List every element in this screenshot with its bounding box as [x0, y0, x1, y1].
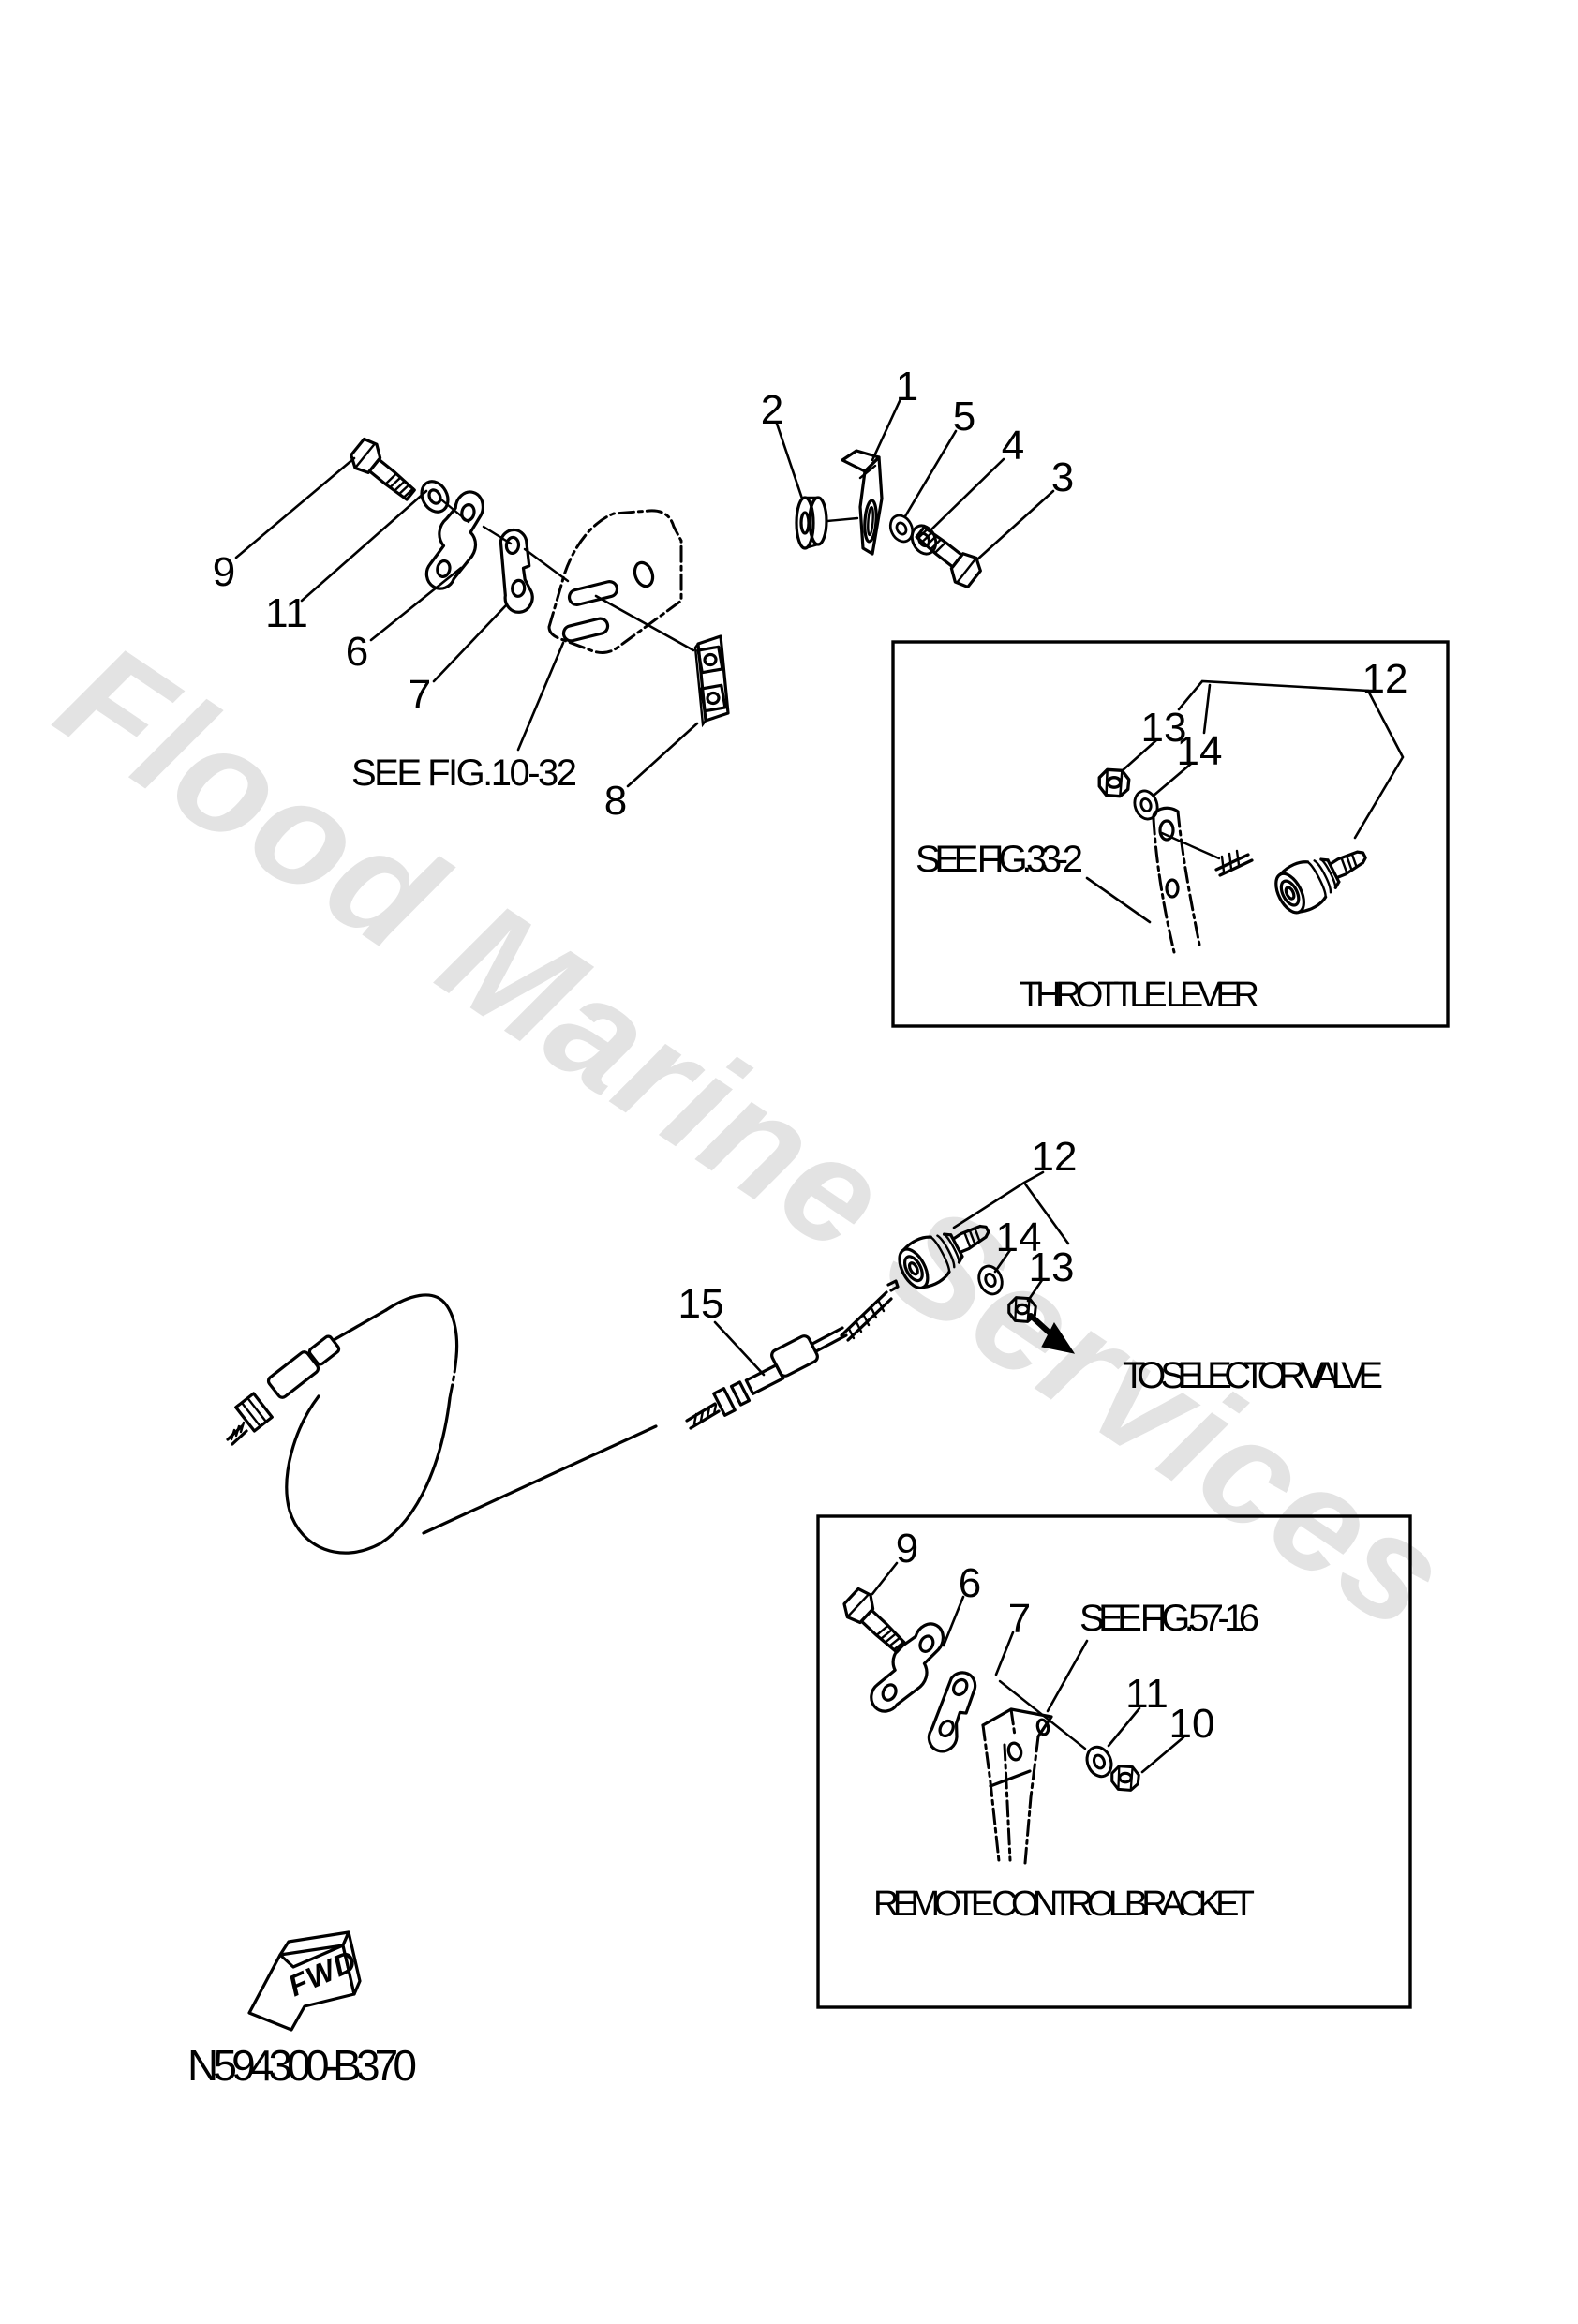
- leader-6: [369, 566, 463, 642]
- note-see-fig-33-2: SEE FIG.33-2: [916, 839, 1084, 880]
- cluster-top-middle: 2 1 5 4 3: [761, 364, 1074, 592]
- selector-valve-arrow: [1028, 1313, 1076, 1354]
- leader-11: [300, 489, 428, 603]
- part-label-9: 9: [213, 549, 235, 595]
- part-label-6: 6: [346, 629, 368, 675]
- part-label-15: 15: [678, 1281, 724, 1327]
- part-6-cable-clamp-inset2: [864, 1611, 951, 1724]
- leader-1: [871, 399, 901, 462]
- leader-15: [713, 1320, 766, 1377]
- part-label-1: 1: [896, 364, 918, 410]
- leader-3: [975, 489, 1055, 561]
- leader-13-inset1: [1120, 738, 1158, 773]
- part-12-cable-joint-inset1: [1267, 832, 1377, 921]
- inset-remote-control-bracket: 9 6 7 11 10 SEE FIG.57-16 REMOTE CONTROL…: [816, 1514, 1412, 2009]
- part-label-12-mid: 12: [1032, 1134, 1078, 1180]
- joint-stud-threads: [1220, 849, 1241, 873]
- leader-2: [775, 422, 804, 500]
- part-label-9-inset2: 9: [896, 1526, 918, 1572]
- assembly-axis-line-inset2: [998, 1679, 1087, 1750]
- fwd-direction-indicator: FWD: [247, 1930, 362, 2032]
- part-label-7-inset2: 7: [1008, 1596, 1031, 1642]
- leader-8: [626, 722, 699, 788]
- watermark-text: Flood Marine Services: [31, 611, 1477, 1662]
- caption-throttle-lever: THROTTLE LEVER: [1020, 976, 1260, 1015]
- part-15-cable: [226, 1279, 900, 1555]
- leader-14-inset1: [1152, 762, 1193, 797]
- leader-14-mid: [993, 1248, 1012, 1274]
- part-7-link-plate: [492, 527, 542, 616]
- joint-stud: [1214, 853, 1254, 877]
- part-label-11: 11: [265, 590, 308, 636]
- part-label-8: 8: [604, 778, 627, 824]
- part-label-13-inset1: 13: [1141, 705, 1187, 751]
- leader-bracket-to-8: [594, 594, 695, 652]
- part-label-2: 2: [761, 387, 783, 433]
- part-label-6-inset2: 6: [959, 1560, 981, 1606]
- part-2-grommet: [795, 496, 859, 550]
- part-label-13-mid: 13: [1029, 1244, 1075, 1290]
- leader-7: [432, 603, 508, 683]
- assembly-axis-lines: [440, 499, 570, 583]
- inset-box-border: [816, 1514, 1412, 2009]
- remote-control-bracket-arm: [981, 1707, 1053, 1865]
- bracket-fig-10-32: [547, 509, 683, 654]
- leader-7-inset2: [994, 1631, 1015, 1676]
- leader-11-inset2: [1107, 1706, 1141, 1748]
- part-13-nut-inset1: [1097, 767, 1131, 798]
- note-to-selector-valve: TO SELECTOR VALVE: [1123, 1355, 1384, 1396]
- leader-see-fig-10-32: [516, 641, 565, 752]
- part-label-11-inset2: 11: [1125, 1671, 1169, 1717]
- part-label-4: 4: [1002, 423, 1024, 469]
- part-9-bolt: [345, 434, 424, 508]
- leader-see-fig-33-2: [1085, 876, 1152, 924]
- part-label-3: 3: [1051, 454, 1074, 500]
- leader-9: [234, 456, 356, 559]
- part-11-washer: [414, 475, 455, 518]
- group-tick-14-inset1: [1202, 683, 1212, 735]
- drawing-code: N594300-B370: [187, 2041, 417, 2090]
- leader-9-inset2: [871, 1561, 899, 1596]
- part-10-nut-inset2: [1110, 1765, 1140, 1792]
- group-bracket-12-inset1: [1177, 679, 1405, 840]
- cluster-top-left: 9 11 6 7 8 SEE FIG.10-32: [213, 434, 730, 824]
- part-1-lever: [841, 449, 884, 556]
- note-see-fig-10-32: SEE FIG.10-32: [351, 752, 578, 794]
- group-bracket-12-mid: [952, 1170, 1070, 1245]
- part-label-12-inset1: 12: [1362, 656, 1408, 702]
- leader-5: [903, 429, 958, 518]
- part-8-nut-plate: [693, 634, 730, 728]
- leader-10-inset2: [1140, 1736, 1185, 1774]
- part-label-7: 7: [409, 672, 431, 718]
- leader-13-mid: [1026, 1278, 1044, 1303]
- caption-remote-control-bracket: REMOTE CONTROL BRACKET: [873, 1885, 1256, 1924]
- part-label-14-inset1: 14: [1177, 728, 1223, 774]
- leader-see-fig-57-16: [1046, 1639, 1089, 1713]
- inset-throttle-lever: 13 14 12 SEE FIG.33-2 THROTTLE LEVER: [891, 640, 1450, 1028]
- part-label-10-inset2: 10: [1169, 1701, 1215, 1747]
- leader-6-inset2: [942, 1595, 965, 1647]
- note-see-fig-57-16: SEE FIG.57-16: [1079, 1598, 1260, 1639]
- leader-4: [929, 457, 1005, 532]
- throttle-lever-arm: [1152, 806, 1201, 954]
- inset-box-border: [891, 640, 1450, 1028]
- part-3-bolt: [907, 519, 987, 592]
- joint-axis-line: [1160, 831, 1221, 860]
- part-label-5: 5: [953, 394, 975, 439]
- cluster-cable: 15 12 14 13 TO SELECTOR VALVE: [226, 1134, 1384, 1555]
- part-label-14-mid: 14: [996, 1214, 1042, 1260]
